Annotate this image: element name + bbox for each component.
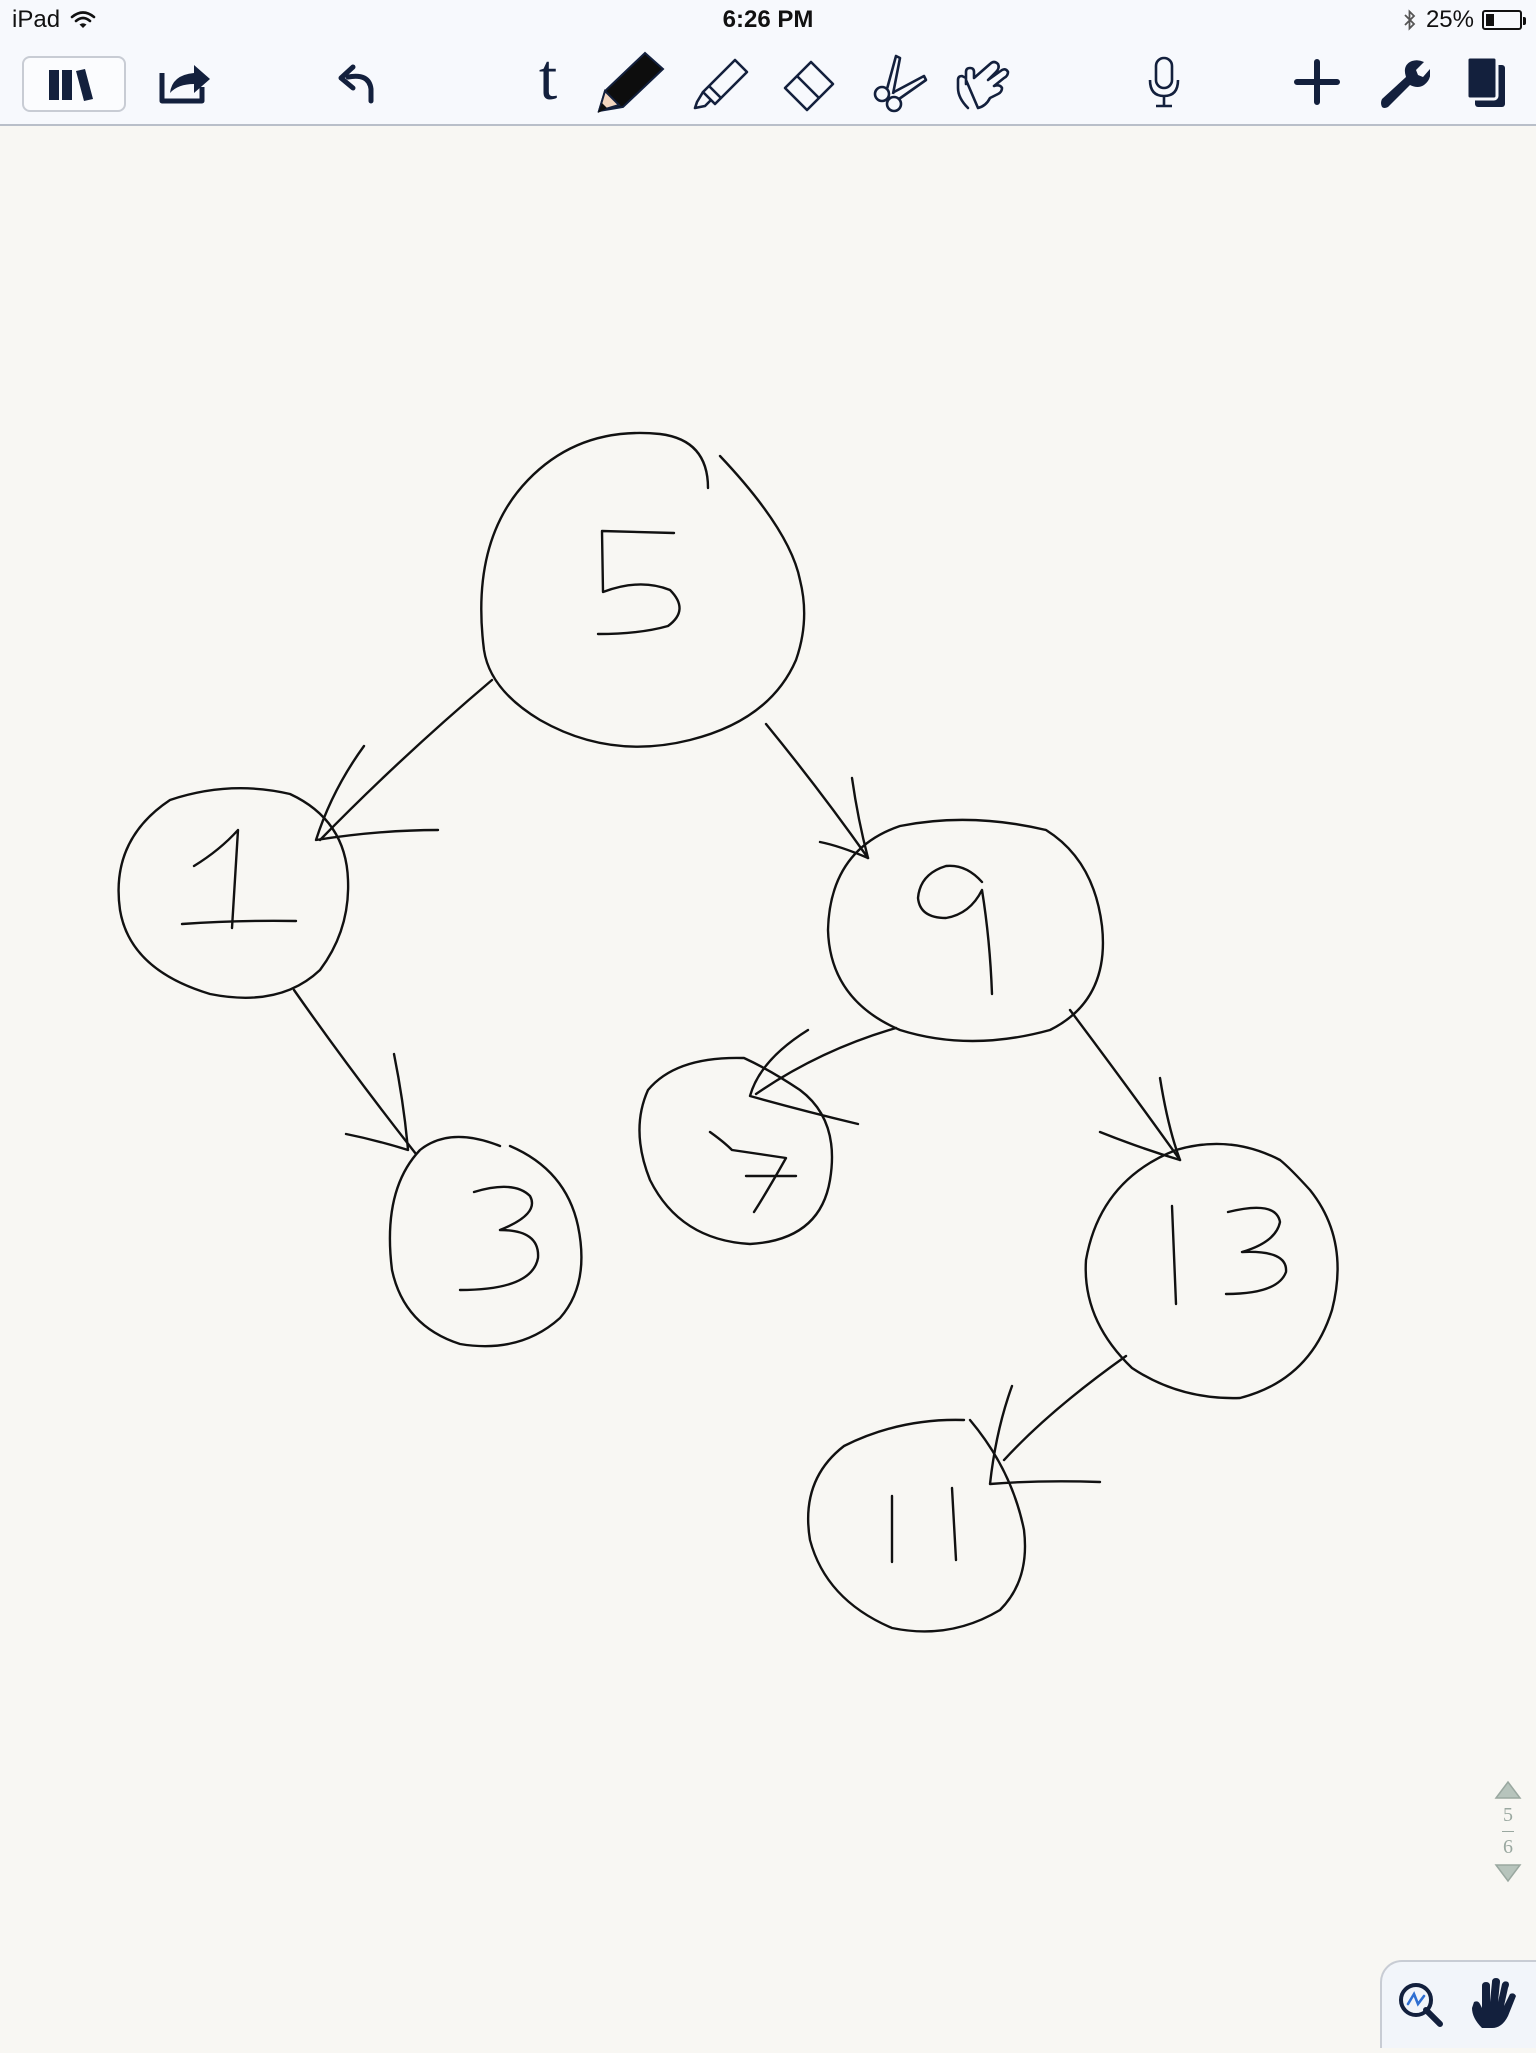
undo-icon xyxy=(338,64,374,104)
arrowhead-9-7 xyxy=(748,1028,860,1126)
scissors-button[interactable] xyxy=(860,48,932,116)
arrowhead-5-1 xyxy=(314,744,440,842)
edge-13-11 xyxy=(1002,1354,1128,1462)
arrowhead-5-9 xyxy=(818,776,870,860)
pen-icon xyxy=(597,51,665,113)
page-separator xyxy=(1502,1831,1514,1832)
bottom-tool-tray xyxy=(1380,1960,1536,2048)
node-circle-1 xyxy=(117,787,350,999)
status-right: 25% xyxy=(1402,6,1526,34)
hand-pointer-icon xyxy=(956,60,1010,110)
page-down-icon[interactable] xyxy=(1494,1863,1522,1883)
add-button[interactable] xyxy=(1290,48,1344,116)
node-circle-13 xyxy=(1084,1142,1339,1400)
arrowhead-9-13 xyxy=(1098,1076,1182,1162)
node-label-1 xyxy=(192,828,240,930)
node-label-1-base xyxy=(180,919,298,926)
status-bar: iPad 6:26 PM 25% xyxy=(0,0,1536,40)
drawing-canvas[interactable] xyxy=(0,126,1536,2048)
edge-5-9 xyxy=(764,722,870,860)
wifi-icon xyxy=(70,11,96,28)
undo-button[interactable] xyxy=(326,48,390,116)
page-navigator: 5 6 xyxy=(1490,1780,1526,1910)
text-tool-icon: t xyxy=(538,41,558,114)
pages-icon xyxy=(1465,55,1505,107)
node-label-5 xyxy=(596,529,681,636)
pages-button[interactable] xyxy=(1456,48,1516,116)
edge-9-13 xyxy=(1068,1008,1182,1162)
library-icon xyxy=(49,69,93,101)
total-pages-number: 6 xyxy=(1503,1836,1513,1858)
wrench-icon xyxy=(1381,60,1430,108)
edge-5-1 xyxy=(318,678,494,842)
arrowhead-1-3 xyxy=(344,1052,410,1152)
node-circle-11 xyxy=(806,1418,1027,1633)
status-time: 6:26 PM xyxy=(722,6,814,33)
share-button[interactable] xyxy=(154,48,218,116)
node-label-13-three xyxy=(1224,1206,1288,1296)
node-circle-3 xyxy=(388,1135,583,1348)
pen-button[interactable] xyxy=(592,48,672,116)
settings-button[interactable] xyxy=(1372,48,1434,116)
current-page-number: 5 xyxy=(1503,1804,1513,1826)
text-tool-button[interactable]: t xyxy=(520,41,576,116)
microphone-button[interactable] xyxy=(1134,48,1194,116)
node-label-9 xyxy=(916,864,994,996)
hand-icon[interactable] xyxy=(1468,1978,1518,2030)
selection-button[interactable] xyxy=(946,48,1018,116)
highlighter-button[interactable] xyxy=(688,48,758,116)
arrowhead-13-11 xyxy=(988,1384,1102,1486)
add-icon xyxy=(1294,59,1340,105)
toolbar: t xyxy=(0,40,1536,126)
microphone-icon xyxy=(1148,56,1180,108)
node-circle-5 xyxy=(480,431,806,748)
share-icon xyxy=(159,65,210,104)
eraser-button[interactable] xyxy=(774,48,844,116)
battery-fill xyxy=(1486,14,1494,26)
ink-layer xyxy=(117,431,1339,1633)
zoom-icon[interactable] xyxy=(1396,1980,1446,2030)
bluetooth-icon xyxy=(1404,9,1416,31)
node-label-13-one xyxy=(1170,1204,1178,1306)
battery-icon xyxy=(1482,10,1526,30)
scissors-icon xyxy=(873,54,928,113)
node-label-3 xyxy=(458,1185,540,1292)
library-button[interactable] xyxy=(22,56,126,112)
node-circle-7 xyxy=(638,1056,834,1246)
status-left: iPad xyxy=(12,6,96,34)
edge-9-7 xyxy=(754,1026,898,1096)
node-label-7 xyxy=(708,1130,788,1214)
node-circle-9 xyxy=(826,818,1105,1043)
node-label-11-b xyxy=(950,1486,958,1562)
eraser-icon xyxy=(783,60,835,112)
battery-percent: 25% xyxy=(1425,6,1474,33)
highlighter-icon xyxy=(693,58,749,110)
edge-1-3 xyxy=(292,988,418,1156)
device-name: iPad xyxy=(12,6,61,33)
page-up-icon[interactable] xyxy=(1494,1780,1522,1800)
